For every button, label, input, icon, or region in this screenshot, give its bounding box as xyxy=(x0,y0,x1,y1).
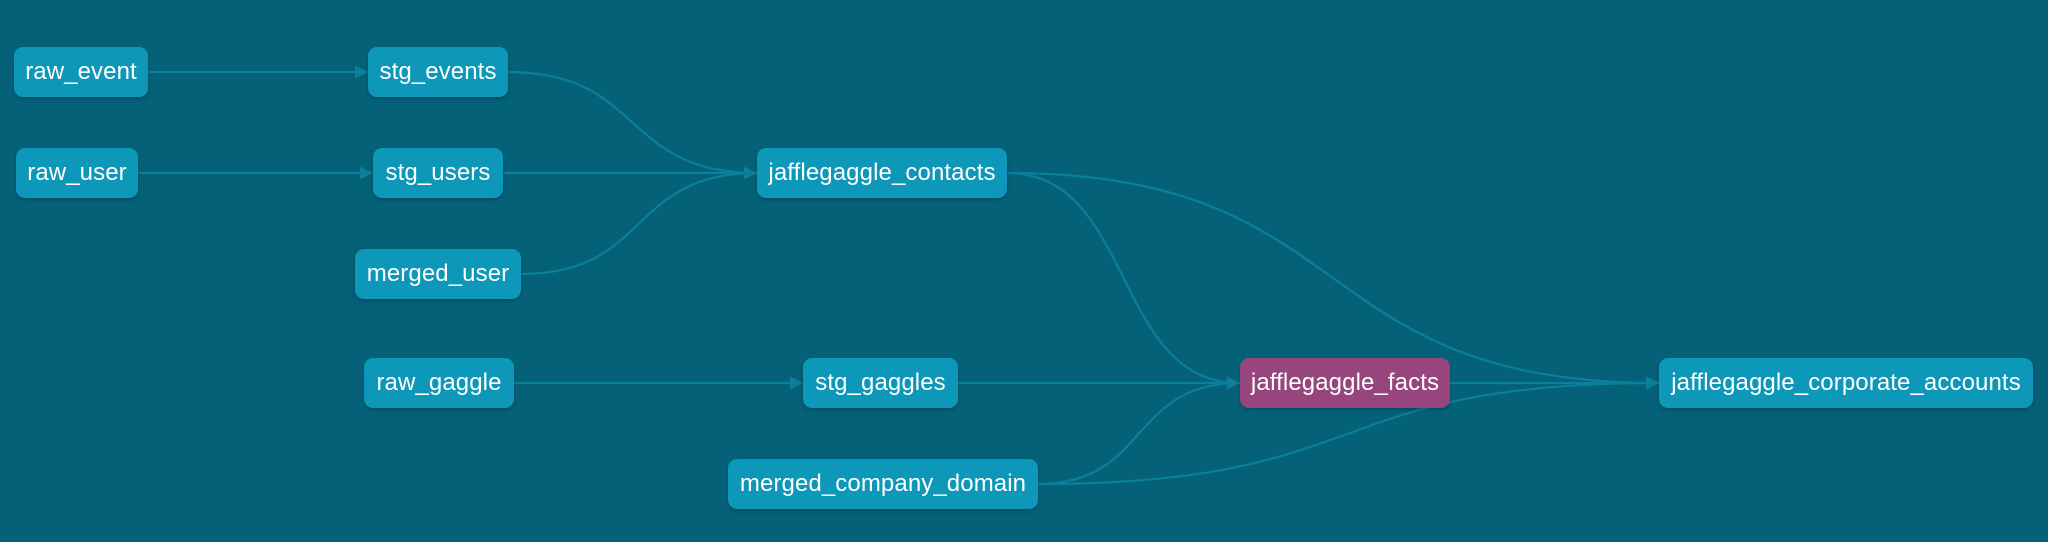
node-merged_company_domain[interactable]: merged_company_domain xyxy=(728,459,1038,509)
node-label: raw_event xyxy=(25,58,137,85)
node-stg_events[interactable]: stg_events xyxy=(368,47,508,97)
node-label: jafflegaggle_contacts xyxy=(768,159,996,186)
node-stg_users[interactable]: stg_users xyxy=(373,148,503,198)
node-raw_user[interactable]: raw_user xyxy=(16,148,138,198)
node-label: stg_gaggles xyxy=(815,369,946,396)
node-label: stg_users xyxy=(385,159,491,186)
node-stg_gaggles[interactable]: stg_gaggles xyxy=(803,358,958,408)
node-label: raw_user xyxy=(27,159,127,186)
node-jafflegaggle_facts[interactable]: jafflegaggle_facts xyxy=(1240,358,1450,408)
node-raw_event[interactable]: raw_event xyxy=(14,47,148,97)
node-label: jafflegaggle_corporate_accounts xyxy=(1671,369,2021,396)
node-label: raw_gaggle xyxy=(376,369,502,396)
node-raw_gaggle[interactable]: raw_gaggle xyxy=(364,358,514,408)
node-label: merged_company_domain xyxy=(739,470,1027,497)
node-label: jafflegaggle_facts xyxy=(1250,369,1440,396)
node-jafflegaggle_corporate_accounts[interactable]: jafflegaggle_corporate_accounts xyxy=(1659,358,2033,408)
node-jafflegaggle_contacts[interactable]: jafflegaggle_contacts xyxy=(757,148,1007,198)
node-label: merged_user xyxy=(366,260,510,287)
node-label: stg_events xyxy=(379,58,497,85)
node-merged_user[interactable]: merged_user xyxy=(355,249,521,299)
